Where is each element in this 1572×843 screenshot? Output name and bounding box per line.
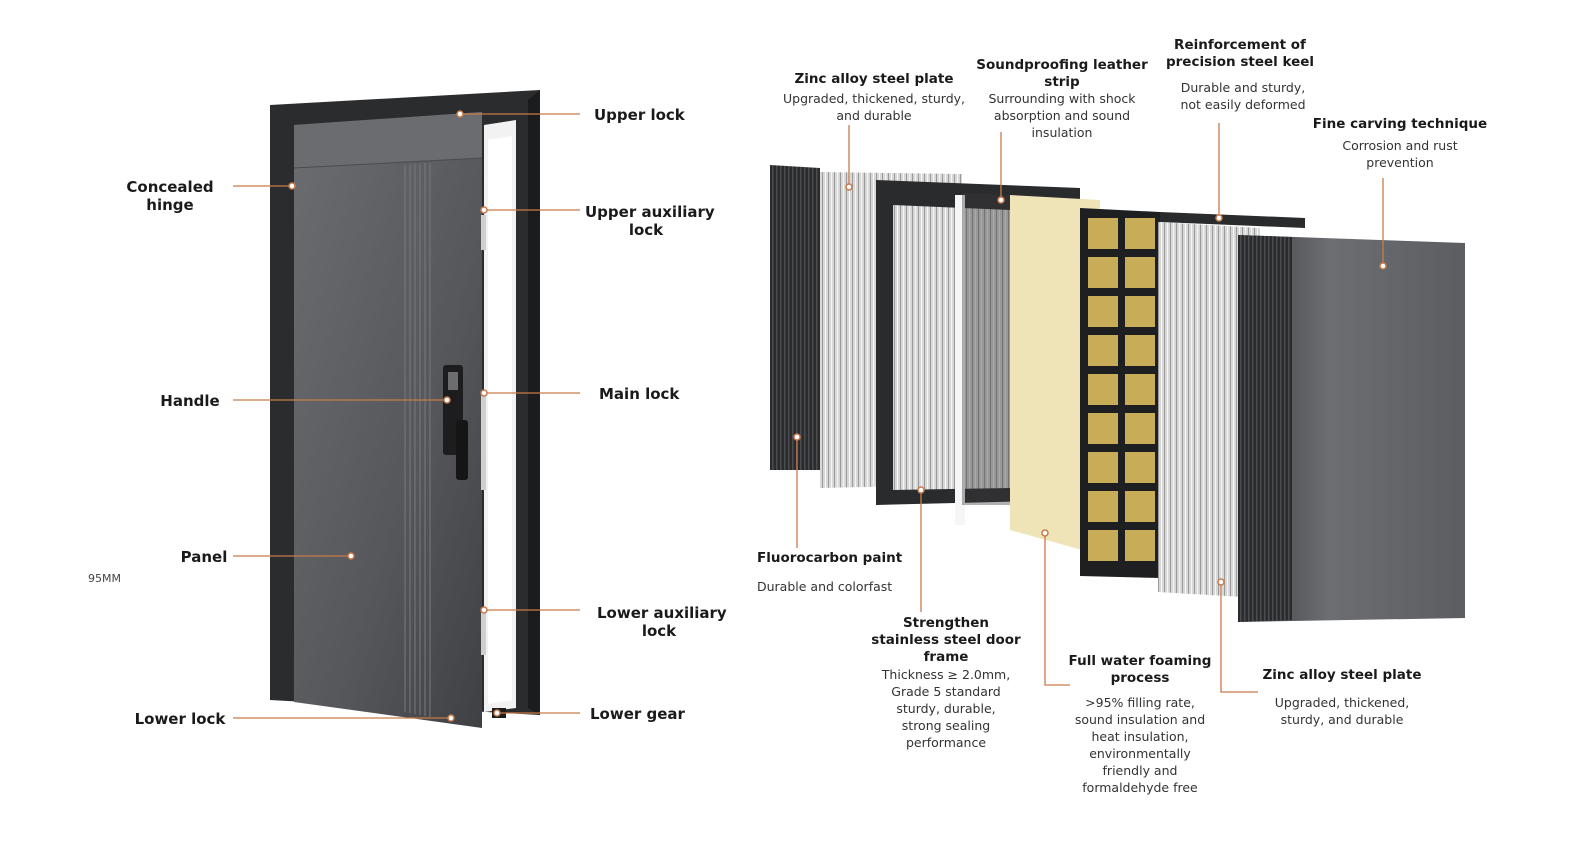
keel-cell — [1125, 491, 1155, 522]
label-thickness-95mm: 95MM — [88, 572, 121, 585]
keel-cell — [1125, 413, 1155, 444]
soundproof-title: Soundproofing leather strip — [976, 57, 1148, 90]
keel-cell — [1088, 530, 1118, 561]
door-marker-dots — [288, 110, 501, 722]
foaming-title: Full water foaming process — [1068, 653, 1212, 686]
keel-cell — [1125, 296, 1155, 327]
soundproof-desc: Surrounding with shock absorption and so… — [988, 91, 1136, 140]
label-lower-auxiliary-lock: Lower auxiliary lock — [597, 604, 727, 640]
keel-cell — [1125, 335, 1155, 366]
label-upper-auxiliary-lock: Upper auxiliary lock — [585, 203, 715, 239]
layer-marker-dots — [793, 183, 1387, 586]
keel-cell — [1125, 452, 1155, 483]
fluorocarbon-title: Fluorocarbon paint — [757, 550, 903, 566]
carving-desc: Corrosion and rust prevention — [1342, 138, 1458, 170]
label-concealed-hinge: Concealed hinge — [126, 178, 214, 214]
layer-foam — [1010, 195, 1100, 555]
keel-cell — [1088, 335, 1118, 366]
keel-cell — [1125, 530, 1155, 561]
label-lower-gear: Lower gear — [590, 705, 685, 723]
keel-cell — [1088, 413, 1118, 444]
keel-cell — [1088, 218, 1118, 249]
zinc-top-title: Zinc alloy steel plate — [794, 71, 954, 87]
layer-steel-keel — [1080, 208, 1160, 578]
lock-bolts — [481, 215, 486, 655]
door-leaf — [294, 112, 482, 728]
label-main-lock: Main lock — [599, 385, 680, 403]
layer-leader-lines — [796, 123, 1384, 693]
layer-fluorocarbon — [770, 165, 820, 470]
label-lower-lock: Lower lock — [134, 710, 226, 728]
keel-cell — [1088, 452, 1118, 483]
keel-cell — [1088, 296, 1118, 327]
zinc-top-desc: Upgraded, thickened, sturdy, and durable — [782, 91, 966, 123]
door-illustration — [270, 90, 540, 728]
label-handle: Handle — [160, 392, 220, 410]
keel-cell — [1088, 491, 1118, 522]
frame-title: Strengthen stainless steel door frame — [871, 615, 1021, 665]
door-leader-lines — [233, 113, 580, 719]
keel-title: Reinforcement of precision steel keel — [1165, 37, 1315, 70]
label-upper-lock: Upper lock — [594, 106, 685, 124]
keel-desc: Durable and sturdy, not easily deformed — [1180, 80, 1306, 112]
label-panel: Panel — [180, 548, 228, 566]
fluorocarbon-desc: Durable and colorfast — [757, 579, 893, 594]
carving-title: Fine carving technique — [1312, 116, 1488, 132]
keel-cell — [1125, 257, 1155, 288]
keel-cell — [1125, 374, 1155, 405]
frame-desc: Thickness ≥ 2.0mm, Grade 5 standard stur… — [881, 667, 1011, 750]
exploded-layers — [770, 165, 1465, 622]
foaming-desc: >95% filling rate, sound insulation and … — [1074, 695, 1206, 795]
zinc-bottom-desc: Upgraded, thickened, sturdy, and durable — [1274, 695, 1410, 727]
zinc-bottom-title: Zinc alloy steel plate — [1262, 667, 1422, 683]
keel-cell — [1088, 374, 1118, 405]
keel-cell — [1125, 218, 1155, 249]
layer-zinc-back — [1238, 235, 1465, 622]
keel-cell — [1088, 257, 1118, 288]
